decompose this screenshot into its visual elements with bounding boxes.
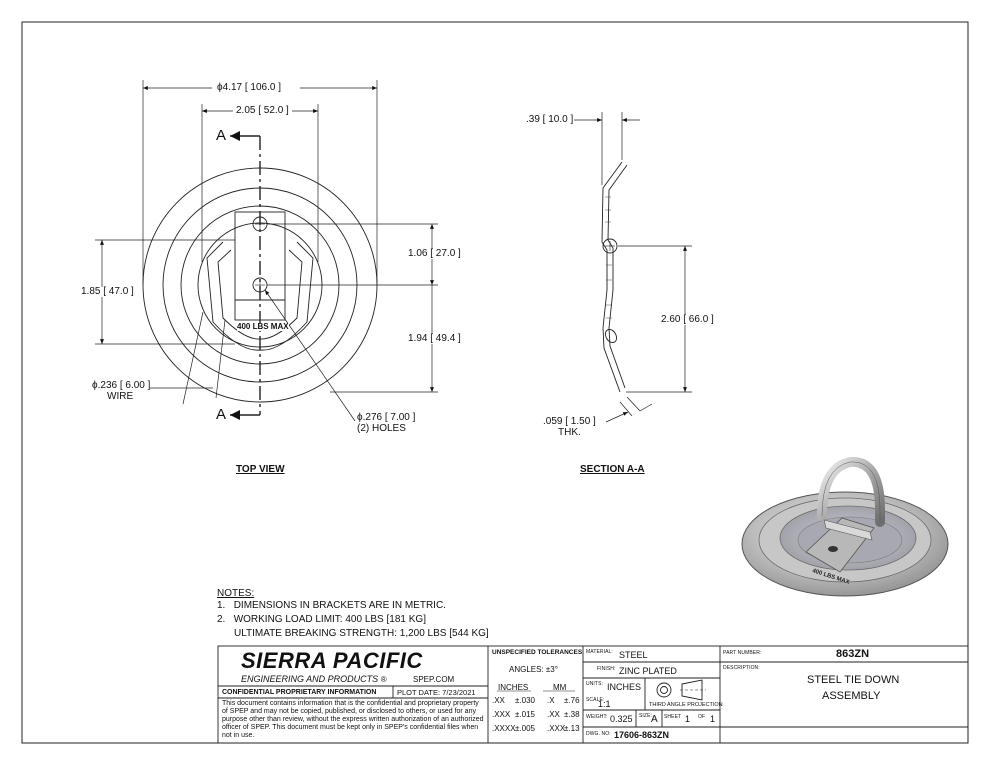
section-dimensions <box>574 112 692 423</box>
sheet-label: SHEET <box>664 714 682 720</box>
dim-hole-to-edge: 1.94 [ 49.4 ] <box>406 333 463 344</box>
finish-label: FINISH: <box>597 666 616 672</box>
size-label: SIZE: <box>639 713 653 719</box>
description-line-2: ASSEMBLY <box>822 690 881 702</box>
dim-thickness: .059 [ 1.50 ] <box>543 416 596 427</box>
tol-row3-mm-tol: ±.13 <box>564 724 580 733</box>
dim-section-depth: .39 [ 10.0 ] <box>526 114 574 125</box>
tol-row2-mm-tol: ±.38 <box>564 710 580 719</box>
note-2: 2. WORKING LOAD LIMIT: 400 LBS [181 KG] <box>217 614 426 625</box>
tolerances-mm-header: MM <box>553 683 567 692</box>
tol-row2-in-tol: ±.015 <box>515 710 535 719</box>
part-number-value: 863ZN <box>836 648 870 660</box>
tol-row1-in-fmt: .XX <box>492 696 505 705</box>
note-1: 1. DIMENSIONS IN BRACKETS ARE IN METRIC. <box>217 600 446 611</box>
tol-row3-mm-fmt: .XXX <box>547 724 566 733</box>
units-value: INCHES <box>607 682 642 692</box>
company-subtitle: ENGINEERING AND PRODUCTS ® <box>241 674 387 684</box>
size-value: A <box>651 714 658 725</box>
material-value: STEEL <box>619 650 648 660</box>
thickness-label: THK. <box>558 427 581 438</box>
part-number-label: PART NUMBER: <box>723 650 762 656</box>
dwg-label: DWG. NO: <box>586 731 611 737</box>
top-view-dimensions <box>95 80 438 422</box>
embossed-capacity: 400 LBS MAX <box>237 322 289 331</box>
top-view <box>142 135 378 416</box>
sheet-border <box>21 21 969 744</box>
section-view <box>601 161 628 393</box>
section-marker-bottom: A <box>216 406 227 423</box>
isometric-render: 400 LBS MAX <box>741 456 949 597</box>
dwg-number: 17606-863ZN <box>614 730 670 740</box>
tol-row3-in-tol: ±.005 <box>515 724 535 733</box>
tol-row2-mm-fmt: .XX <box>547 710 560 719</box>
description-line-1: STEEL TIE DOWN <box>807 674 900 686</box>
tol-row1-in-tol: ±.030 <box>515 696 535 705</box>
sheet-total: 1 <box>710 714 716 724</box>
scale-label: SCALE: <box>586 697 605 703</box>
title-block-grid <box>217 645 969 744</box>
tol-row1-mm-fmt: .X <box>547 696 555 705</box>
top-view-label: TOP VIEW <box>236 464 285 475</box>
scale-value: 1:1 <box>598 699 611 709</box>
tolerances-inches-header: INCHES <box>498 683 529 692</box>
weight-label: WEIGHT: <box>586 714 608 720</box>
tol-row2-in-fmt: .XXX <box>492 710 511 719</box>
dim-outer-diameter: ϕ4.17 [ 106.0 ] <box>214 83 284 93</box>
confidential-notice: This document contains information that … <box>222 700 484 739</box>
units-label: UNITS: <box>586 681 603 687</box>
confidential-heading: CONFIDENTIAL PROPRIETARY INFORMATION <box>222 689 377 696</box>
dim-inner-width: 2.05 [ 52.0 ] <box>233 106 292 116</box>
weight-value: 0.325 <box>610 714 633 724</box>
dim-wire-diameter: ϕ.236 [ 6.00 ] <box>92 380 151 391</box>
dim-hole-diameter: ϕ.276 [ 7.00 ] <box>357 412 416 423</box>
material-label: MATERIAL: <box>586 649 613 655</box>
tolerances-heading: UNSPECIFIED TOLERANCES <box>492 649 583 656</box>
dim-hole-spacing: 1.06 [ 27.0 ] <box>406 248 463 259</box>
description-label: DESCRIPTION: <box>723 665 760 671</box>
dim-section-height: 2.60 [ 66.0 ] <box>659 314 716 325</box>
section-view-label: SECTION A-A <box>580 464 645 475</box>
company-logo: SIERRA PACIFIC <box>241 648 423 673</box>
finish-value: ZINC PLATED <box>619 666 677 676</box>
section-ring <box>602 238 618 254</box>
tol-row3-in-fmt: .XXXX <box>492 724 516 733</box>
section-profile <box>601 161 623 393</box>
tol-row1-mm-tol: ±.76 <box>564 696 580 705</box>
sheet-number: 1 <box>685 714 691 724</box>
wire-label: WIRE <box>107 391 134 402</box>
notes-heading: NOTES: <box>217 588 255 599</box>
tolerances-angles: ANGLES: ±3° <box>509 665 558 674</box>
section-marker-top: A <box>216 127 227 144</box>
company-website: SPEP.COM <box>413 675 455 684</box>
plot-date: PLOT DATE: 7/23/2021 <box>397 688 476 697</box>
hole-count-label: (2) HOLES <box>357 423 406 434</box>
note-2-continuation: ULTIMATE BREAKING STRENGTH: 1,200 LBS [5… <box>234 628 489 639</box>
sheet-of-label: OF <box>698 714 706 720</box>
projection-label: THIRD ANGLE PROJECTION <box>649 702 723 708</box>
dim-left-height: 1.85 [ 47.0 ] <box>79 286 136 297</box>
